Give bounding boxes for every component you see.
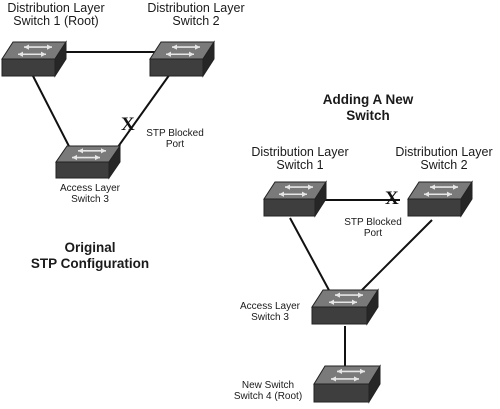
right-dist1-label-line1: Distribution Layer: [251, 145, 349, 159]
left-dist1-label-line1: Distribution Layer: [7, 1, 105, 15]
left-dist2-label: Distribution Layer Switch 2: [140, 1, 252, 29]
left-dist1-switch-icon: [1, 40, 67, 78]
link-left-dist1-access3: [31, 73, 76, 159]
right-access3-switch-icon: [311, 288, 379, 326]
right-dist1-label: Distribution Layer Switch 1: [244, 145, 356, 173]
right-dist2-label-line2: Switch 2: [420, 158, 468, 173]
link-left-dist2-access3: [109, 73, 171, 159]
right-new4-switch-icon: [313, 364, 381, 404]
right-title-line2: Switch: [346, 107, 390, 123]
right-blocked-port-marker: X: [385, 188, 399, 209]
left-blocked-label-line1: STP Blocked: [146, 128, 204, 139]
right-dist2-label: Distribution Layer Switch 2: [388, 145, 500, 173]
right-new4-label: New Switch Switch 4 (Root): [222, 380, 314, 402]
left-dist1-label-line2: Switch 1 (Root): [13, 14, 99, 29]
right-dist1-label-line2: Switch 1: [276, 158, 324, 173]
right-access3-label-line1: Access Layer: [239, 301, 301, 312]
left-caption-line1: Original: [64, 240, 116, 255]
right-blocked-label-line1: STP Blocked: [344, 217, 402, 228]
left-access3-label-line1: Access Layer: [59, 183, 121, 194]
right-new4-label-line2: Switch 4 (Root): [233, 390, 303, 402]
right-dist1-switch-icon: [263, 180, 327, 218]
right-access3-label: Access Layer Switch 3: [228, 301, 312, 323]
right-dist2-switch-icon: [407, 180, 473, 218]
right-dist2-label-line1: Distribution Layer: [395, 145, 493, 159]
left-blocked-port-marker: X: [121, 114, 135, 135]
right-blocked-port-label: STP Blocked Port: [338, 217, 408, 239]
right-new4-label-line1: New Switch: [241, 380, 295, 391]
link-right-dist2-access3: [359, 219, 433, 293]
left-dist1-label: Distribution Layer Switch 1 (Root): [0, 1, 112, 29]
left-caption-line2: STP Configuration: [30, 255, 150, 271]
left-caption: Original STP Configuration: [20, 240, 160, 271]
left-dist2-label-line2: Switch 2: [172, 14, 220, 29]
left-dist2-switch-icon: [149, 40, 215, 78]
right-access3-label-line2: Switch 3: [251, 311, 289, 323]
link-right-dist1-access3: [289, 217, 331, 293]
left-dist2-label-line1: Distribution Layer: [147, 1, 245, 15]
right-blocked-label-line2: Port: [363, 227, 383, 239]
right-title: Adding A New Switch: [318, 92, 418, 123]
left-access3-switch-icon: [55, 144, 121, 180]
left-access3-label-line2: Switch 3: [71, 193, 109, 205]
right-title-line1: Adding A New: [322, 92, 414, 107]
left-blocked-label-line2: Port: [165, 138, 185, 150]
left-blocked-port-label: STP Blocked Port: [142, 128, 208, 150]
left-access3-label: Access Layer Switch 3: [40, 183, 140, 205]
